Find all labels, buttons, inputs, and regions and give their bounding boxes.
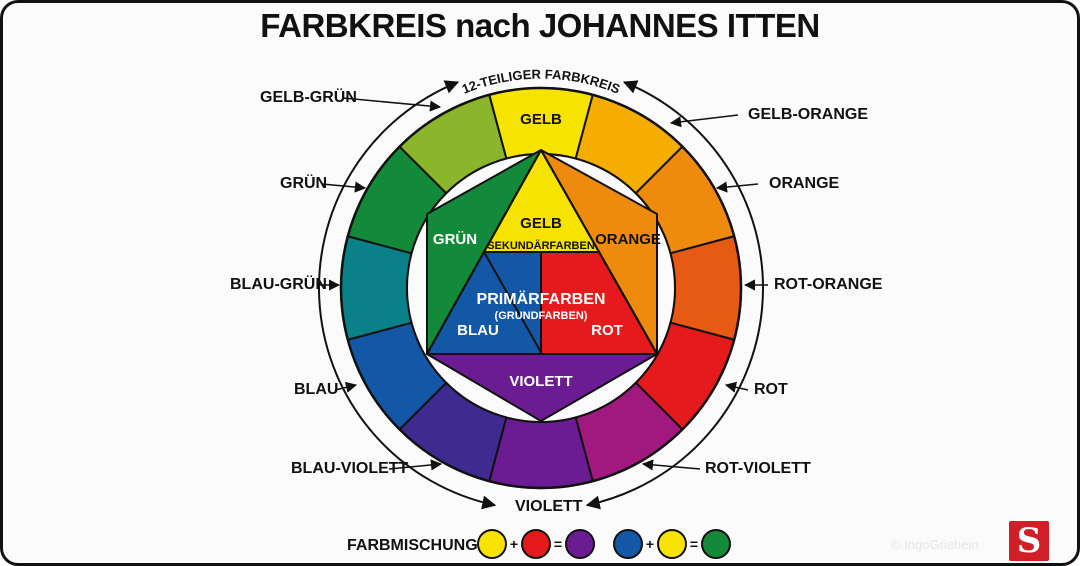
inner-label-grundfarben: (GRUNDFARBEN) <box>495 310 588 322</box>
mix-color-dot <box>701 529 731 559</box>
mix-color-dot <box>565 529 595 559</box>
leader-arrow-6 <box>334 381 358 393</box>
label-gruen: GRÜN <box>280 175 328 192</box>
inner-label-blau: BLAU <box>457 322 499 339</box>
mix-color-dot <box>657 529 687 559</box>
label-blau-gruen: BLAU-GRÜN <box>230 276 327 293</box>
label-rot: ROT <box>754 381 788 398</box>
leader-arrow-7 <box>724 381 749 393</box>
inner-label-sekundaer: SEKUNDÄRFARBEN <box>487 239 595 252</box>
leader-arrow-1 <box>669 114 739 128</box>
inner-label-rot: ROT <box>591 322 623 339</box>
inner-label-gruen: GRÜN <box>433 231 477 248</box>
leader-arrow-0 <box>342 97 442 112</box>
page-title: FARBKREIS nach JOHANNES ITTEN <box>260 7 820 44</box>
label-orange: ORANGE <box>769 175 840 192</box>
outer-ring-left <box>318 80 497 510</box>
mixing-row: + = + = <box>477 529 731 559</box>
wheel-segment-9 <box>340 235 413 341</box>
segment-label-gelb: GELB <box>520 111 562 128</box>
mix-color-dot <box>477 529 507 559</box>
wheel-segment-3 <box>669 235 742 341</box>
inner-label-primaer: PRIMÄRFARBEN <box>477 290 606 308</box>
primary-triangle-outline <box>426 149 658 355</box>
label-rot-orange: ROT-ORANGE <box>774 276 883 293</box>
equals-sign: = <box>689 536 699 552</box>
label-violett-bottom: VIOLETT <box>515 498 583 515</box>
watermark: © IngoGriehein <box>891 537 979 552</box>
inner-label-gelb: GELB <box>520 215 562 232</box>
leader-arrow-8 <box>388 459 443 471</box>
plus-sign: + <box>509 536 519 552</box>
inner-label-violett: VIOLETT <box>509 373 572 390</box>
leader-arrow-9 <box>641 459 701 471</box>
label-blau-violett: BLAU-VIOLETT <box>291 460 409 477</box>
equals-sign: = <box>553 536 563 552</box>
mixing-label: FARBMISCHUNG <box>347 537 478 554</box>
wheel-segment-6 <box>488 416 594 489</box>
leader-arrow-3 <box>715 181 759 193</box>
label-rot-violett: ROT-VIOLETT <box>705 460 811 477</box>
color-wheel: GELB SEKUNDÄRFARBEN GRÜN ORANGE PRIMÄRFARBEN… <box>318 67 768 510</box>
wheel-outer-border <box>339 86 743 490</box>
mix-color-dot <box>613 529 643 559</box>
label-gelb-orange: GELB-ORANGE <box>748 106 868 123</box>
mix-color-dot <box>521 529 551 559</box>
outer-ring-right <box>585 80 764 510</box>
plus-sign: + <box>645 536 655 552</box>
label-gelb-gruen: GELB-GRÜN <box>260 89 357 106</box>
leader-arrow-2 <box>321 181 367 193</box>
label-blau: BLAU <box>294 381 339 398</box>
publisher-logo: S <box>1009 521 1049 561</box>
inner-label-orange: ORANGE <box>595 231 661 248</box>
